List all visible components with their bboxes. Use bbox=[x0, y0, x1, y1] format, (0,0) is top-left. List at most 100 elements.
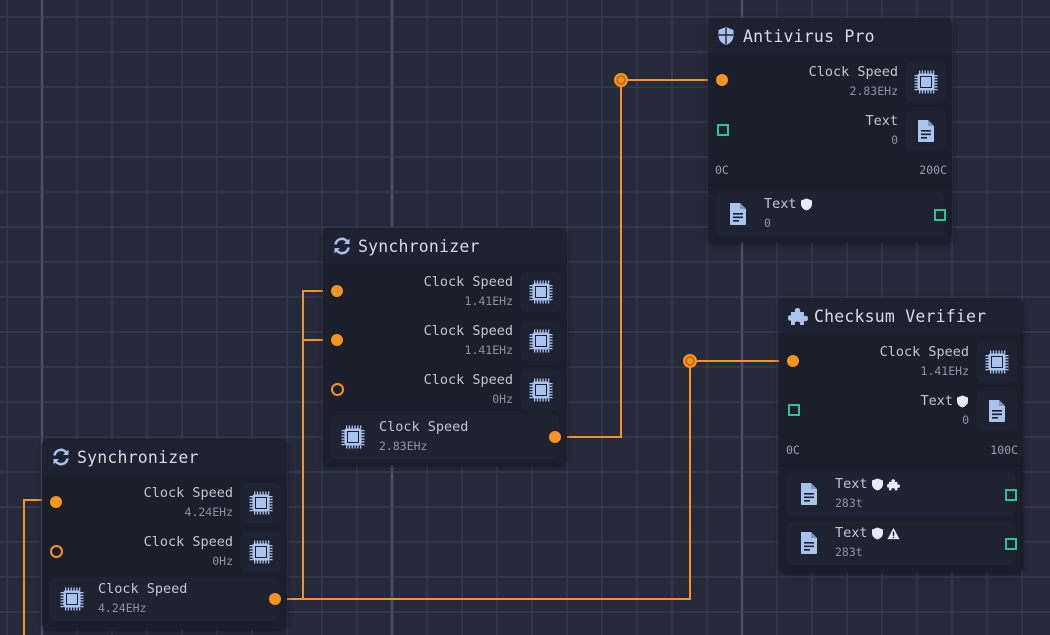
output-value: 2.83EHz bbox=[379, 439, 428, 453]
shield-icon bbox=[871, 527, 884, 540]
node-header[interactable]: Synchronizer bbox=[42, 439, 287, 475]
input-port-empty[interactable] bbox=[331, 383, 344, 396]
cpu-chip-icon bbox=[521, 272, 561, 312]
cpu-chip-icon bbox=[241, 532, 281, 572]
input-label-text: Text bbox=[920, 393, 953, 409]
input-port-text[interactable] bbox=[788, 404, 800, 416]
output-port-text[interactable] bbox=[934, 209, 946, 221]
input-port[interactable] bbox=[331, 285, 343, 297]
input-label: Clock Speed bbox=[143, 534, 233, 550]
input-row-clock-speed: Clock Speed 0Hz bbox=[323, 368, 567, 414]
input-label: Clock Speed bbox=[143, 485, 233, 501]
output-value: 283t bbox=[835, 545, 863, 559]
output-row-clock-speed: Clock Speed 2.83EHz bbox=[331, 415, 561, 459]
output-row-text: Text 283t bbox=[787, 521, 1017, 565]
divider bbox=[708, 185, 952, 186]
output-label: Clock Speed bbox=[379, 419, 469, 435]
input-value: 1.41EHz bbox=[464, 294, 513, 308]
node-header[interactable]: Synchronizer bbox=[323, 228, 567, 264]
sync-icon bbox=[332, 236, 352, 256]
shield-icon bbox=[871, 478, 884, 491]
input-value: 2.83EHz bbox=[849, 84, 898, 98]
input-value: 1.41EHz bbox=[464, 343, 513, 357]
input-value: 0 bbox=[891, 133, 898, 147]
node-synchronizer[interactable]: Synchronizer Clock Speed 1.41EHz Clock S… bbox=[323, 228, 567, 465]
input-label: Clock Speed bbox=[423, 372, 513, 388]
output-port-text[interactable] bbox=[1005, 538, 1017, 550]
input-port[interactable] bbox=[787, 355, 799, 367]
output-label: Text bbox=[764, 196, 813, 212]
input-row-clock-speed: Clock Speed 4.24EHz bbox=[42, 481, 287, 527]
output-port-text[interactable] bbox=[1005, 489, 1017, 501]
input-value: 0Hz bbox=[212, 554, 233, 568]
output-port[interactable] bbox=[269, 593, 281, 605]
cpu-chip-icon bbox=[521, 321, 561, 361]
output-label-text: Text bbox=[835, 476, 868, 492]
output-value: 283t bbox=[835, 496, 863, 510]
input-value: 4.24EHz bbox=[184, 505, 233, 519]
output-row-text: Text 283t bbox=[787, 472, 1017, 516]
output-value: 4.24EHz bbox=[98, 601, 147, 615]
input-row-clock-speed: Clock Speed 1.41EHz bbox=[779, 340, 1023, 386]
input-label: Clock Speed bbox=[808, 64, 898, 80]
sync-icon bbox=[51, 447, 71, 467]
shield-icon bbox=[956, 395, 969, 408]
input-port[interactable] bbox=[50, 496, 62, 508]
puzzle-icon bbox=[788, 306, 808, 326]
cpu-chip-icon bbox=[906, 62, 946, 102]
input-port[interactable] bbox=[716, 74, 728, 86]
cpu-chip-icon bbox=[241, 483, 281, 523]
node-title: Synchronizer bbox=[77, 447, 199, 467]
input-row-clock-speed: Clock Speed 1.41EHz bbox=[323, 270, 567, 316]
input-value: 1.41EHz bbox=[920, 364, 969, 378]
input-row-clock-speed: Clock Speed 0Hz bbox=[42, 530, 287, 576]
output-row-clock-speed: Clock Speed 4.24EHz bbox=[50, 577, 281, 621]
input-port-text[interactable] bbox=[717, 124, 729, 136]
warning-icon bbox=[886, 527, 900, 540]
document-icon bbox=[718, 194, 758, 234]
input-row-text: Text 0 bbox=[708, 109, 952, 155]
range-max: 200C bbox=[919, 163, 947, 177]
document-icon bbox=[977, 391, 1017, 431]
output-label-text: Text bbox=[835, 525, 868, 541]
shield-icon bbox=[717, 26, 737, 46]
node-antivirus-pro[interactable]: Antivirus Pro Clock Speed 2.83EHz Text 0… bbox=[708, 18, 952, 242]
cpu-chip-icon bbox=[52, 579, 92, 619]
node-title: Checksum Verifier bbox=[814, 306, 987, 326]
input-port[interactable] bbox=[331, 334, 343, 346]
range-min: 0C bbox=[786, 443, 800, 457]
input-label: Text bbox=[920, 393, 969, 409]
cpu-chip-icon bbox=[521, 370, 561, 410]
input-label: Clock Speed bbox=[879, 344, 969, 360]
cpu-chip-icon bbox=[977, 342, 1017, 382]
cpu-chip-icon bbox=[333, 417, 373, 457]
input-value: 0Hz bbox=[492, 392, 513, 406]
node-header[interactable]: Checksum Verifier bbox=[779, 298, 1023, 334]
puzzle-icon bbox=[886, 478, 900, 491]
input-row-clock-speed: Clock Speed 1.41EHz bbox=[323, 319, 567, 365]
output-label: Clock Speed bbox=[98, 581, 188, 597]
input-label: Clock Speed bbox=[423, 274, 513, 290]
range-min: 0C bbox=[715, 163, 729, 177]
output-label: Text bbox=[835, 525, 900, 541]
output-label: Text bbox=[835, 476, 900, 492]
shield-icon bbox=[800, 198, 813, 211]
input-row-text: Text 0 bbox=[779, 389, 1023, 435]
node-header[interactable]: Antivirus Pro bbox=[708, 18, 952, 54]
node-checksum-verifier[interactable]: Checksum Verifier Clock Speed 1.41EHz Te… bbox=[779, 298, 1023, 572]
output-port[interactable] bbox=[549, 431, 561, 443]
node-title: Antivirus Pro bbox=[743, 26, 875, 46]
output-row-text: Text 0 bbox=[716, 192, 946, 236]
range-max: 100C bbox=[990, 443, 1018, 457]
document-icon bbox=[789, 523, 829, 563]
output-value: 0 bbox=[764, 216, 771, 230]
node-synchronizer[interactable]: Synchronizer Clock Speed 4.24EHz Clock S… bbox=[42, 439, 287, 629]
input-row-clock-speed: Clock Speed 2.83EHz bbox=[708, 60, 952, 106]
input-label: Clock Speed bbox=[423, 323, 513, 339]
document-icon bbox=[789, 474, 829, 514]
input-port-empty[interactable] bbox=[50, 545, 63, 558]
node-title: Synchronizer bbox=[358, 236, 480, 256]
divider bbox=[779, 465, 1023, 466]
output-label-text: Text bbox=[764, 196, 797, 212]
input-value: 0 bbox=[962, 413, 969, 427]
